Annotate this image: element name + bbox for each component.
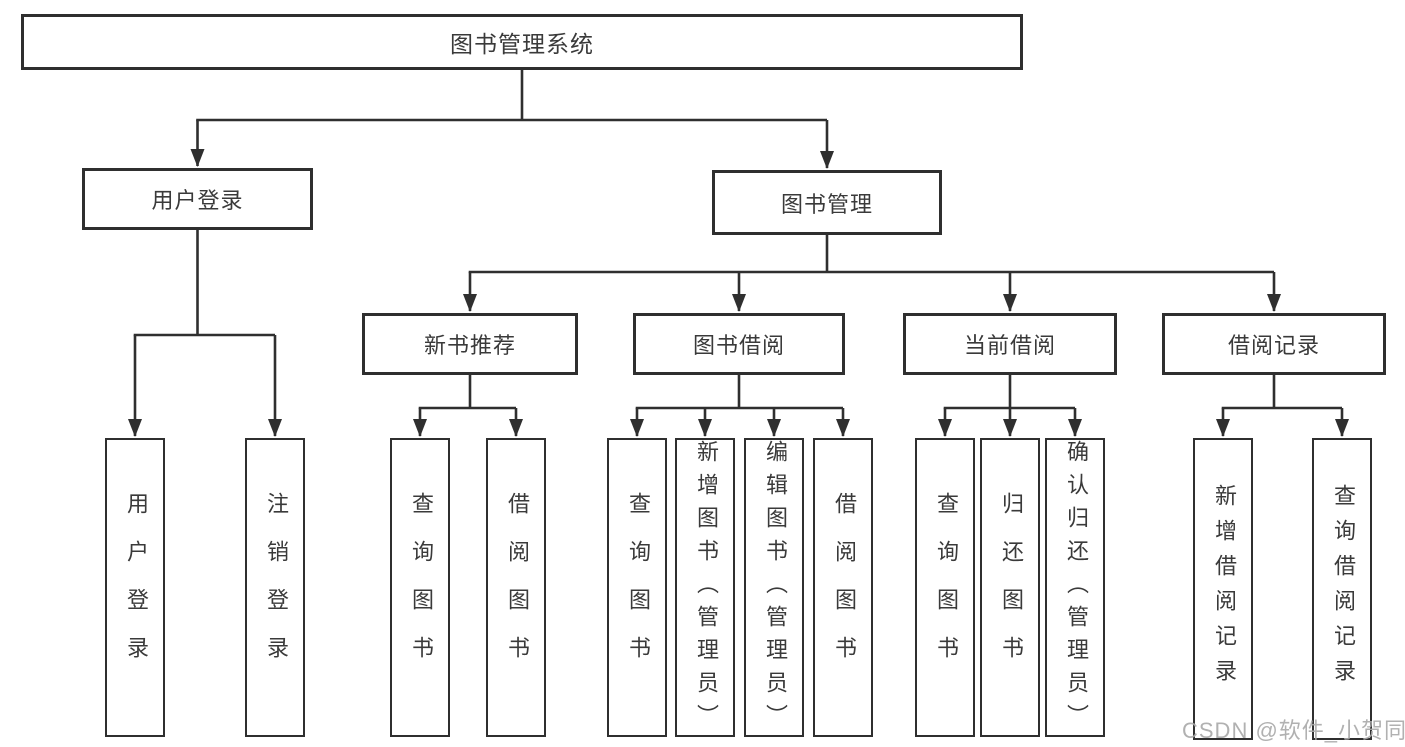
node-book-borrow: 图书借阅 bbox=[633, 313, 845, 375]
leaf-query-borrow-record: 查询借阅记录 bbox=[1312, 438, 1372, 740]
leaf-query-books-1: 查询图书 bbox=[390, 438, 450, 737]
node-root-library-system: 图书管理系统 bbox=[21, 14, 1023, 70]
leaf-add-borrow-record: 新增借阅记录 bbox=[1193, 438, 1253, 740]
leaf-edit-book-admin: 编辑图书（管理员） bbox=[744, 438, 804, 737]
leaf-confirm-return-admin: 确认归还（管理员） bbox=[1045, 438, 1105, 737]
watermark: CSDN @软件_小贺同学 bbox=[1182, 718, 1405, 743]
node-new-book-recommend: 新书推荐 bbox=[362, 313, 578, 375]
leaf-query-books-2: 查询图书 bbox=[607, 438, 667, 737]
leaf-user-login: 用户登录 bbox=[105, 438, 165, 737]
leaf-query-books-3: 查询图书 bbox=[915, 438, 975, 737]
node-current-borrow: 当前借阅 bbox=[903, 313, 1117, 375]
node-book-management: 图书管理 bbox=[712, 170, 942, 235]
leaf-logout: 注销登录 bbox=[245, 438, 305, 737]
leaf-add-book-admin: 新增图书（管理员） bbox=[675, 438, 735, 737]
node-user-login: 用户登录 bbox=[82, 168, 313, 230]
node-borrow-records: 借阅记录 bbox=[1162, 313, 1386, 375]
leaf-return-books: 归还图书 bbox=[980, 438, 1040, 737]
leaf-borrow-books-2: 借阅图书 bbox=[813, 438, 873, 737]
leaf-borrow-books-1: 借阅图书 bbox=[486, 438, 546, 737]
